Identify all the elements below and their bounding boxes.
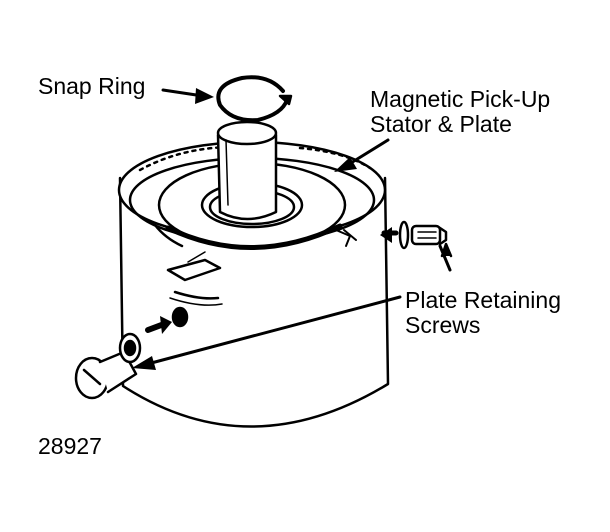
snap-ring-label: Snap Ring: [38, 73, 146, 99]
tab-slot: [166, 251, 223, 306]
snap-ring: [216, 75, 293, 123]
screws-label-line1: Plate Retaining: [405, 287, 561, 313]
right-screw: [380, 220, 453, 272]
figure-number: 28927: [38, 433, 102, 459]
stator-label-line1: Magnetic Pick-Up: [370, 86, 551, 112]
stator-arrow: [334, 138, 390, 172]
front-screw: [74, 306, 189, 400]
snap-ring-arrow: [161, 88, 214, 104]
screws-arrow: [132, 295, 402, 370]
screws-label-line2: Screws: [405, 312, 481, 338]
shaft: [216, 120, 278, 221]
stator-label-line2: Stator & Plate: [370, 111, 512, 137]
